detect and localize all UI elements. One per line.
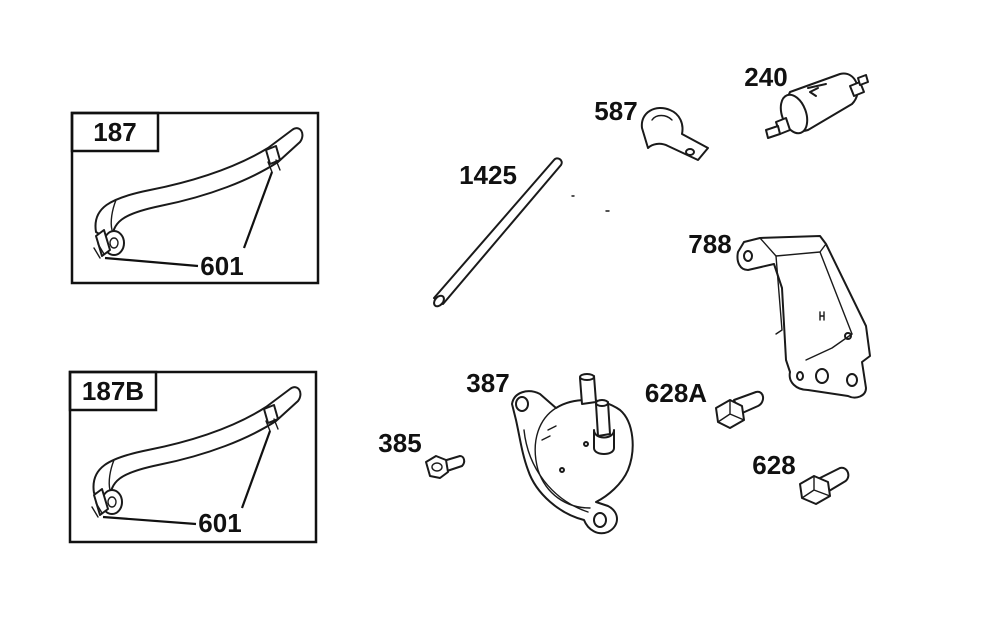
leader-601-upper-b [240, 430, 272, 509]
hose-clamp-601-upper[interactable] [265, 145, 281, 173]
clip-587[interactable] [640, 107, 709, 161]
bolt-385[interactable] [425, 455, 466, 479]
hose-clamp-601-lower-b[interactable] [91, 488, 109, 518]
screw-628a[interactable] [715, 390, 764, 429]
part-label-187b: 187B [82, 376, 144, 406]
part-label-587: 587 [594, 96, 637, 126]
fuel-line-1425[interactable] [432, 157, 563, 308]
fuel-filter-240[interactable] [765, 72, 869, 139]
bracket-788[interactable] [736, 235, 871, 399]
hose-clamp-601-upper-b[interactable] [263, 404, 279, 432]
part-label-628a: 628A [645, 378, 707, 408]
part-label-788: 788 [688, 229, 731, 259]
screw-628[interactable] [799, 466, 850, 505]
part-label-628: 628 [752, 450, 795, 480]
part-label-385: 385 [378, 428, 421, 458]
leader-601-lower-b [102, 515, 197, 526]
hose-kit-187b-panel: 187B 601 [68, 370, 318, 544]
leader-601-upper [242, 171, 274, 249]
stray-marks [571, 195, 610, 212]
flow-arrow-icon [807, 83, 827, 97]
hose-kit-187-panel: 187 601 [70, 111, 320, 285]
leader-601-lower [104, 256, 199, 268]
part-label-240: 240 [744, 62, 787, 92]
fuel-pump-387[interactable] [511, 373, 634, 535]
part-label-387: 387 [466, 368, 509, 398]
part-label-1425: 1425 [459, 160, 517, 190]
part-label-187: 187 [93, 117, 136, 147]
hose-clamp-601-lower[interactable] [93, 229, 111, 259]
part-label-601: 601 [200, 251, 243, 281]
part-label-601-b: 601 [198, 508, 241, 538]
